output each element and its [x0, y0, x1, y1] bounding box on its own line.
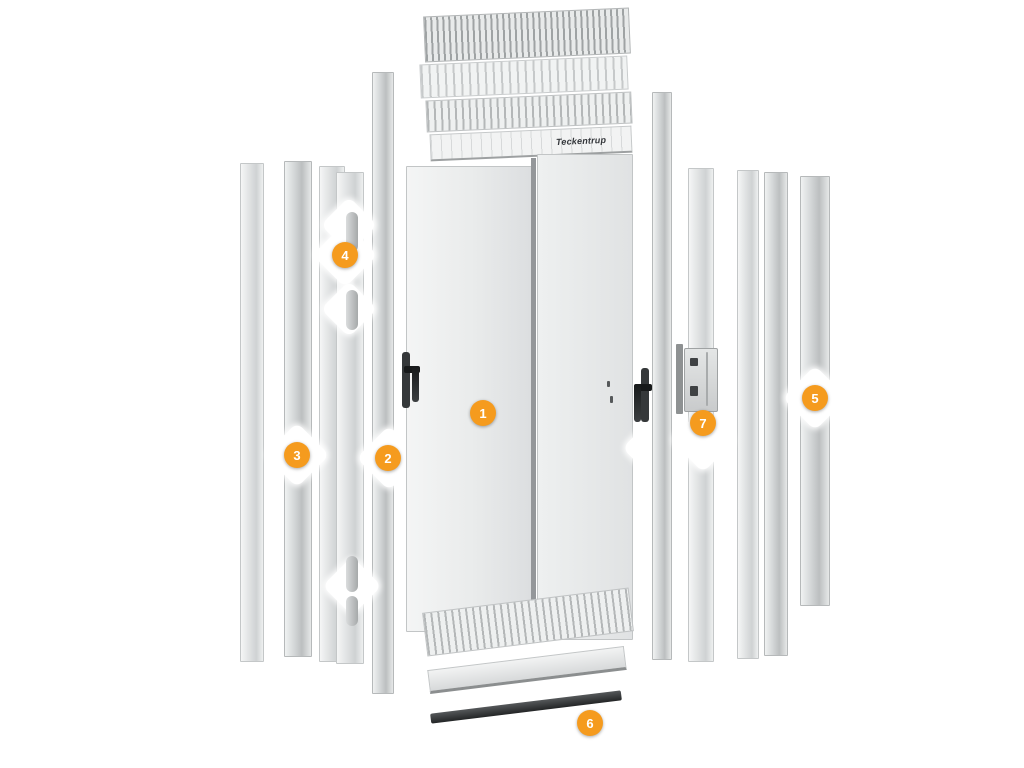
- lock-cylinder-hole: [690, 386, 698, 396]
- lock-mechanism-body: [684, 348, 718, 412]
- frame-profile-right-mid: [737, 170, 759, 659]
- door-leaf-right: [537, 154, 633, 640]
- callout-4-number: 4: [341, 247, 349, 263]
- callout-7-lock[interactable]: 7: [690, 410, 716, 436]
- lock-faceplate: [676, 344, 683, 414]
- door-handle-right-backplate: [641, 368, 649, 422]
- frame-profile-left-outer: [240, 163, 264, 662]
- frame-profile-left-mid: [284, 161, 312, 657]
- hinge-top-knuckle-2: [346, 290, 358, 330]
- hinge-bottom-knuckle-2: [346, 596, 358, 626]
- callout-3-number: 3: [293, 447, 301, 463]
- callout-6-number: 6: [586, 715, 594, 731]
- callout-2-number: 2: [384, 450, 392, 466]
- callout-5-frame-profile-right[interactable]: 5: [802, 385, 828, 411]
- door-handle-left-backplate: [402, 352, 410, 408]
- hinge-bottom-knuckle-1: [346, 556, 358, 592]
- callout-5-number: 5: [811, 390, 819, 406]
- door-leaf-left: [406, 166, 532, 632]
- callout-3-frame-profile[interactable]: 3: [284, 442, 310, 468]
- frame-profile-right-inner: [764, 172, 788, 656]
- door-handle-left-grip: [412, 366, 419, 402]
- callout-4-hinge[interactable]: 4: [332, 242, 358, 268]
- callout-6-threshold[interactable]: 6: [577, 710, 603, 736]
- top-corrugated-panel-upper: [423, 7, 631, 63]
- door-handle-right-grip: [634, 384, 641, 422]
- callout-1-door-leaf[interactable]: 1: [470, 400, 496, 426]
- lock-follower-hole: [690, 358, 698, 366]
- leaf-gap: [531, 158, 536, 632]
- sill-profile: [427, 646, 627, 694]
- lock-body-seam: [706, 352, 708, 406]
- frame-jamb-left: [372, 72, 394, 694]
- keyhole-lower: [610, 396, 613, 403]
- callout-1-number: 1: [479, 405, 487, 421]
- callout-2-leaf-edge[interactable]: 2: [375, 445, 401, 471]
- keyhole-upper: [607, 381, 610, 387]
- frame-jamb-right: [652, 92, 672, 660]
- door-handle-right-lever: [634, 384, 652, 391]
- callout-7-number: 7: [699, 415, 707, 431]
